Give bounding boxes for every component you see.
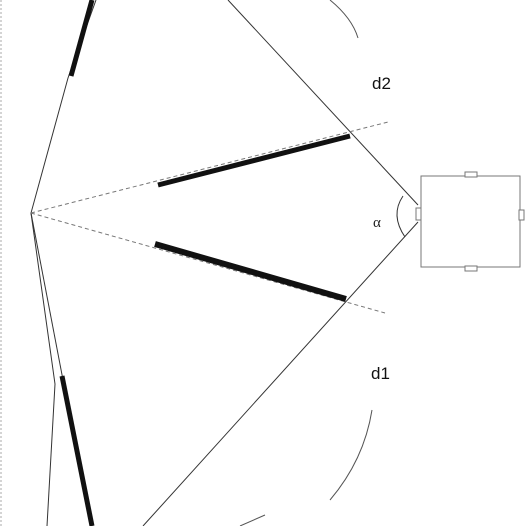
ray-top (227, 0, 419, 206)
wall-segment-bottom-left (59, 375, 95, 526)
distance-label-top: d2 (372, 74, 391, 93)
angle-arc (396, 195, 406, 238)
device-sensor-left (415, 207, 422, 221)
arc-bottom-tail (239, 514, 266, 526)
device-port-bottom (464, 265, 478, 272)
arc-top (329, 0, 359, 39)
arc-bottom (329, 409, 373, 501)
dashed-line-bottom (30, 212, 386, 314)
device-box (420, 175, 521, 268)
distance-label-bottom: d1 (371, 364, 390, 383)
angle-label: α (373, 215, 381, 231)
device-port-top (464, 171, 478, 178)
device-port-right (518, 209, 525, 221)
wall-segment-lower (154, 241, 347, 302)
wall-segment-top-left (68, 0, 95, 77)
wall-segment-upper (157, 133, 351, 188)
ray-bottom (142, 221, 419, 526)
dashed-line-top (30, 121, 389, 214)
